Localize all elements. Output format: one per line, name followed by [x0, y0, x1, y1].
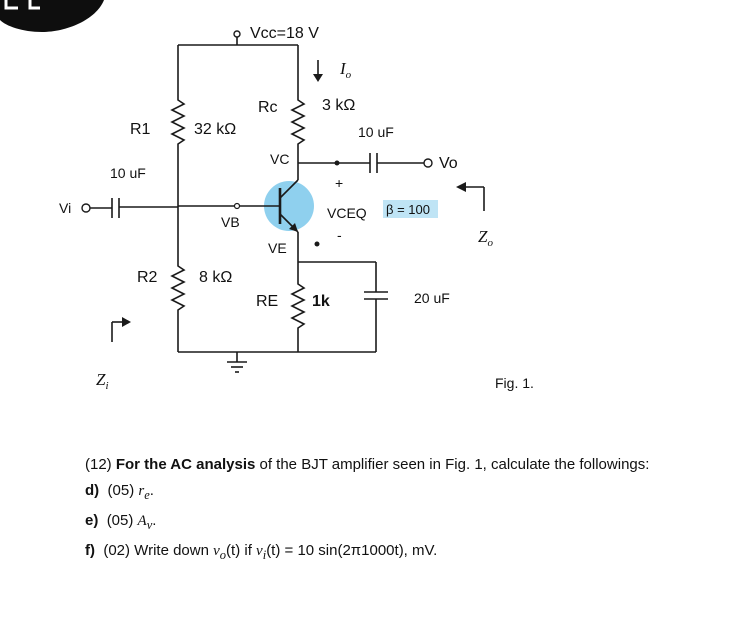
cout-value: 10 uF: [358, 124, 394, 140]
r1-resistor: [170, 95, 186, 148]
vo-terminal: [423, 158, 433, 168]
rc-resistor: [290, 95, 306, 148]
zo-label: Zo: [478, 227, 493, 249]
re-resistor: [290, 280, 306, 352]
corner-badge-glyph: [4, 0, 40, 10]
re-value: 1k: [312, 293, 330, 310]
zi-label: Zi: [96, 370, 109, 392]
r2-resistor: [170, 262, 186, 352]
r2-name: R2: [137, 269, 158, 286]
question-block: (12) For the AC analysis of the BJT ampl…: [85, 452, 725, 568]
corner-badge: [0, 0, 104, 32]
beta-box: [383, 200, 438, 218]
vcc-terminal: [233, 30, 241, 38]
vc-label: VC: [270, 151, 289, 167]
vi-label: Vi: [59, 200, 71, 216]
zo-arrow-head: [456, 182, 466, 192]
vceq-plus: +: [335, 175, 343, 191]
beta-label: β = 100: [386, 202, 430, 217]
transistor-emitter-arrow: [289, 223, 298, 232]
rc-value: 3 kΩ: [322, 97, 355, 114]
transistor-collector-leg: [279, 179, 299, 199]
ve-node: [314, 241, 320, 247]
vb-label: VB: [221, 214, 240, 230]
io-label: Io: [339, 59, 352, 81]
question-intro: (12) For the AC analysis of the BJT ampl…: [85, 456, 650, 473]
vo-label: Vo: [439, 155, 458, 172]
r1-value: 32 kΩ: [194, 121, 236, 138]
question-item-d: d) (05) re.: [85, 482, 154, 502]
vcc-label: Vcc=18 V: [250, 25, 319, 42]
ve-label: VE: [268, 240, 287, 256]
vb-node: [233, 202, 241, 210]
r2-value: 8 kΩ: [199, 269, 232, 286]
vi-terminal: [81, 203, 91, 213]
ce-value: 20 uF: [414, 290, 450, 306]
question-item-e: e) (05) Av.: [85, 512, 157, 532]
cin-value: 10 uF: [110, 165, 146, 181]
io-arrow-head: [313, 74, 323, 82]
figure-caption: Fig. 1.: [495, 375, 534, 391]
vceq-minus: -: [337, 227, 342, 243]
zi-arrow-head: [122, 317, 131, 327]
re-name: RE: [256, 293, 278, 310]
r1-name: R1: [130, 121, 151, 138]
question-item-f: f) (02) Write down vo(t) if vi(t) = 10 s…: [85, 542, 438, 562]
transistor-highlight: [264, 181, 314, 231]
rc-name: Rc: [258, 99, 278, 116]
vceq-label: VCEQ: [327, 205, 367, 221]
